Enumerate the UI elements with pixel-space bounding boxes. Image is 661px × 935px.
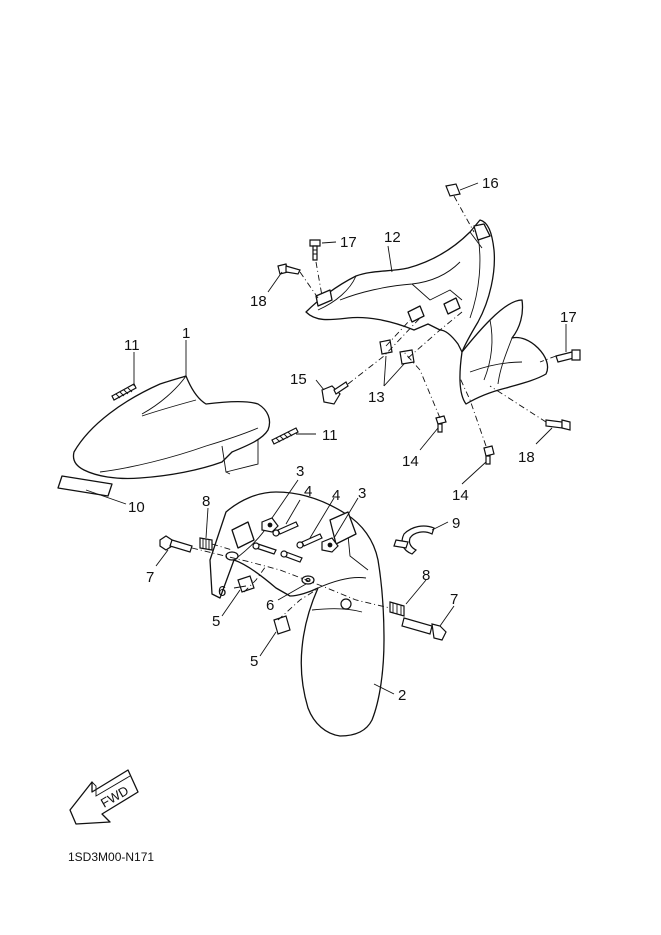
callout-17-top: 17 <box>340 234 357 251</box>
callout-3-right: 3 <box>358 485 366 502</box>
part-3-nut-right[interactable] <box>321 537 339 553</box>
part-14-screw-a[interactable] <box>435 415 447 433</box>
callout-4-right: 4 <box>332 487 340 504</box>
callout-1: 1 <box>182 325 190 342</box>
callout-7-left: 7 <box>146 569 154 586</box>
callout-11-left: 11 <box>124 337 140 354</box>
fender-screw-a[interactable] <box>252 542 277 555</box>
part-12-side-cover[interactable] <box>459 299 549 405</box>
callout-11-right: 11 <box>322 427 338 444</box>
assembly-lines <box>191 195 557 621</box>
callout-6-right: 6 <box>266 597 274 614</box>
callout-10: 10 <box>128 499 145 516</box>
fwd-direction-arrow: FWD <box>69 769 139 825</box>
part-12-upper-cowl[interactable] <box>305 219 496 353</box>
part-17-screw-top[interactable] <box>309 239 321 261</box>
part-4-screw-left[interactable] <box>272 521 299 537</box>
part-9-hose-clamp[interactable] <box>393 525 435 555</box>
callout-8-right: 8 <box>422 567 430 584</box>
callout-6-left: 6 <box>218 583 226 600</box>
callout-7-right: 7 <box>450 591 458 608</box>
part-13-nut-b[interactable] <box>399 349 415 365</box>
part-5-clip-left[interactable] <box>237 575 255 593</box>
callout-3-left: 3 <box>296 463 304 480</box>
part-18-screw-top[interactable] <box>277 263 301 275</box>
callout-labels: 1 11 11 10 12 16 17 18 17 18 15 13 14 14… <box>124 175 577 704</box>
callout-5-left: 5 <box>212 613 220 630</box>
callout-18-right: 18 <box>518 449 535 466</box>
part-11-screw-right[interactable] <box>271 427 299 445</box>
callout-18-top: 18 <box>250 293 267 310</box>
callout-15: 15 <box>290 371 307 388</box>
part-11-screw-left[interactable] <box>111 383 137 401</box>
part-7-bolt-right[interactable] <box>401 617 447 641</box>
part-17-screw-right[interactable] <box>555 349 581 363</box>
part-7-bolt-left[interactable] <box>159 535 193 553</box>
washer-c[interactable] <box>225 551 239 561</box>
part-4-screw-right[interactable] <box>296 533 323 549</box>
callout-13: 13 <box>368 389 385 406</box>
part-6-washer-right[interactable] <box>301 575 315 585</box>
part-15-bolt[interactable] <box>321 381 349 405</box>
callout-8-left: 8 <box>202 493 210 510</box>
callout-2: 2 <box>398 687 406 704</box>
part-3-nut-left[interactable] <box>261 517 279 533</box>
callout-5-right: 5 <box>250 653 258 670</box>
leader-lines <box>85 182 567 695</box>
callout-14-left: 14 <box>402 453 419 470</box>
callout-12: 12 <box>384 229 401 246</box>
callout-14-right: 14 <box>452 487 469 504</box>
callout-4-left: 4 <box>304 483 312 500</box>
part-2-front-fender[interactable] <box>209 491 385 737</box>
part-10-caution-label[interactable] <box>57 475 113 497</box>
part-8-collar-left[interactable] <box>199 537 213 551</box>
part-18-screw-right[interactable] <box>545 419 571 431</box>
fender-screw-b[interactable] <box>280 550 303 563</box>
part-5-clip-right[interactable] <box>273 615 291 635</box>
part-16-nut[interactable] <box>445 183 461 197</box>
callout-17-right: 17 <box>560 309 577 326</box>
part-1-fender-cover[interactable] <box>72 375 271 480</box>
diagram-code: 1SD3M00-N171 <box>68 850 155 864</box>
callout-16: 16 <box>482 175 499 192</box>
part-8-collar-right[interactable] <box>389 601 405 617</box>
callout-9: 9 <box>452 515 460 532</box>
part-14-screw-b[interactable] <box>483 445 495 465</box>
